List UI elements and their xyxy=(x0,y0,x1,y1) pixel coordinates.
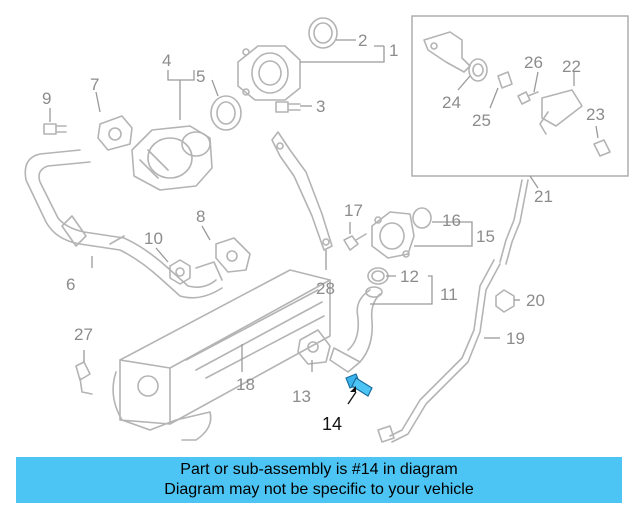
callout-20[interactable]: 20 xyxy=(526,291,545,310)
callout-27[interactable]: 27 xyxy=(74,325,93,344)
inset-box xyxy=(411,15,629,177)
egr-valve-4 xyxy=(131,125,213,191)
callout-18[interactable]: 18 xyxy=(236,375,255,394)
bolt-3 xyxy=(275,101,301,113)
callout-7[interactable]: 7 xyxy=(90,75,99,94)
egr-tube-6 xyxy=(24,149,223,299)
bracket-inset xyxy=(423,31,471,73)
nut-10 xyxy=(169,259,191,285)
callout-8[interactable]: 8 xyxy=(196,207,205,226)
callout-16[interactable]: 16 xyxy=(442,211,461,230)
bolt-14-highlighted xyxy=(345,373,373,405)
bolt-23 xyxy=(593,139,611,157)
flange-15 xyxy=(371,211,415,259)
sensor-22 xyxy=(539,89,583,135)
bolt-26 xyxy=(517,91,539,105)
gasket-13 xyxy=(297,329,331,365)
sensor-27 xyxy=(75,361,93,395)
callout-13[interactable]: 13 xyxy=(292,387,311,406)
bolt-17 xyxy=(343,233,367,251)
banner-line-1: Part or sub-assembly is #14 in diagram xyxy=(180,461,458,478)
banner-line-2: Diagram may not be specific to your vehi… xyxy=(164,481,474,498)
gasket-8 xyxy=(215,237,251,273)
nut-20 xyxy=(495,289,515,313)
callout-26[interactable]: 26 xyxy=(524,53,543,72)
pipe-21 xyxy=(499,179,529,265)
gasket-2 xyxy=(308,17,338,49)
grommet-24 xyxy=(468,58,488,82)
callout-21[interactable]: 21 xyxy=(534,187,553,206)
callout-2[interactable]: 2 xyxy=(358,31,367,50)
clip-25 xyxy=(497,71,513,89)
egr-cooler-18 xyxy=(112,269,331,441)
oring-12 xyxy=(367,267,389,285)
callout-10[interactable]: 10 xyxy=(144,229,163,248)
callout-14[interactable]: 14 xyxy=(322,414,342,434)
pipe-11 xyxy=(329,286,383,373)
callout-1[interactable]: 1 xyxy=(389,41,398,60)
egr-valve-top xyxy=(237,45,301,101)
gasket-5 xyxy=(210,95,242,131)
callout-25[interactable]: 25 xyxy=(472,111,491,130)
callout-4[interactable]: 4 xyxy=(162,51,171,70)
callout-15[interactable]: 15 xyxy=(476,227,495,246)
callout-19[interactable]: 19 xyxy=(506,329,525,348)
callout-24[interactable]: 24 xyxy=(442,93,461,112)
gasket-16 xyxy=(412,207,432,229)
callout-12[interactable]: 12 xyxy=(400,267,419,286)
callout-6[interactable]: 6 xyxy=(66,275,75,294)
callout-11[interactable]: 11 xyxy=(440,285,458,304)
gasket-7 xyxy=(97,115,133,151)
leader-lines xyxy=(49,39,599,372)
callout-28[interactable]: 28 xyxy=(316,279,335,298)
callout-17[interactable]: 17 xyxy=(344,201,363,220)
callout-23[interactable]: 23 xyxy=(586,105,605,124)
callout-3[interactable]: 3 xyxy=(316,97,325,116)
callout-9[interactable]: 9 xyxy=(42,89,51,108)
info-banner: Part or sub-assembly is #14 in diagram D… xyxy=(16,457,622,503)
callout-22[interactable]: 22 xyxy=(562,57,581,76)
bracket-28 xyxy=(271,131,333,251)
bolt-9 xyxy=(43,123,67,135)
pipe-19 xyxy=(377,259,501,443)
callout-5[interactable]: 5 xyxy=(196,67,205,86)
